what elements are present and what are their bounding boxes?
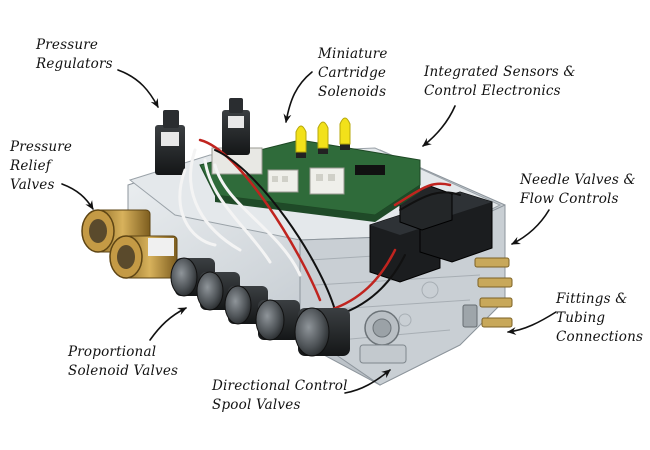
- pressure-relief-valves: [81, 209, 178, 279]
- label-fittings-tubing: Fittings & Tubing Connections: [556, 291, 644, 345]
- label-pressure-relief-valves: Pressure Relief Valves: [10, 139, 73, 193]
- label-pressure-regulators: Pressure Regulators: [36, 37, 113, 72]
- label-integrated-sensors: Integrated Sensors & Control Electronics: [424, 64, 576, 99]
- arrow-miniature-solenoids: [283, 71, 313, 123]
- arrow-fittings: [507, 311, 557, 336]
- label-proportional-solenoid-valves: Proportional Solenoid Valves: [68, 344, 179, 379]
- arrow-needle-valves: [511, 209, 550, 245]
- arrow-pressure-relief: [61, 183, 94, 210]
- arrow-integrated-sensors: [422, 105, 456, 147]
- proportional-solenoid-coils: [170, 257, 350, 357]
- tubing-fittings: [462, 257, 513, 328]
- arrow-directional: [344, 369, 391, 394]
- arrow-proportional: [149, 307, 187, 341]
- label-needle-valves: Needle Valves & Flow Controls: [520, 172, 636, 207]
- pressure-regulators: [155, 98, 250, 175]
- cartridge-solenoids: [295, 117, 351, 158]
- label-miniature-cartridge-solenoids: Miniature Cartridge Solenoids: [318, 46, 388, 100]
- control-pcb: [199, 139, 421, 222]
- label-directional-control-spool-valves: Directional Control Spool Valves: [212, 378, 348, 413]
- spool-valve: [359, 310, 407, 364]
- wire-harness: [178, 138, 461, 316]
- arrow-pressure-regulators: [117, 69, 159, 108]
- callout-arrows: [61, 69, 557, 394]
